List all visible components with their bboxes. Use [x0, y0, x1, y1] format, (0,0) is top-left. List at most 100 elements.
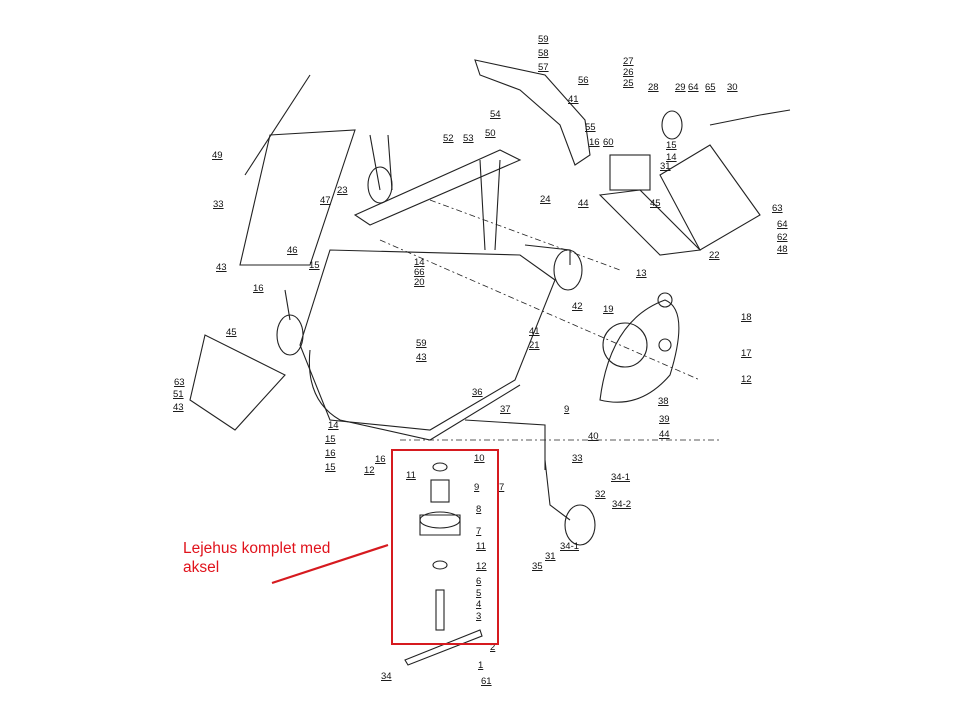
callout-31: 31 [545, 551, 556, 562]
callout-11: 11 [406, 470, 416, 481]
callout-34-1: 34-1 [560, 541, 579, 552]
idler-arm [464, 419, 546, 470]
guide-line [379, 199, 720, 441]
callout-28: 28 [648, 82, 659, 93]
annotation-line-2: aksel [183, 559, 220, 576]
callout-63: 63 [174, 377, 185, 388]
callout-33: 33 [572, 453, 583, 464]
callout-43: 43 [173, 402, 184, 413]
callout-56: 56 [578, 75, 589, 86]
bearing-bottom [432, 560, 448, 570]
callout-43: 43 [216, 262, 227, 273]
callout-59: 59 [538, 34, 549, 45]
callout-7: 7 [499, 482, 504, 493]
callout-5: 5 [476, 588, 481, 599]
callout-16: 16 [325, 448, 336, 459]
callout-25: 25 [623, 78, 634, 89]
pulley-idler [657, 292, 673, 308]
callout-26: 26 [623, 67, 634, 78]
callout-4: 4 [476, 599, 481, 610]
callout-45: 45 [650, 198, 661, 209]
callout-13: 13 [636, 268, 647, 279]
callout-39: 39 [659, 414, 670, 425]
callout-44: 44 [659, 429, 670, 440]
callout-34: 34 [381, 671, 392, 682]
caster-fork [544, 459, 571, 521]
callout-35: 35 [532, 561, 543, 572]
gearbox [609, 154, 651, 191]
pulley-small [658, 338, 672, 352]
caster-wheel-right [553, 249, 583, 291]
callout-12: 12 [364, 465, 375, 476]
callout-46: 46 [287, 245, 298, 256]
callout-21: 21 [529, 340, 540, 351]
callout-14: 14 [328, 420, 339, 431]
callout-20: 20 [414, 277, 425, 288]
housing-flange [419, 511, 461, 529]
callout-14: 14 [666, 152, 677, 163]
callout-60: 60 [603, 137, 614, 148]
callout-38: 38 [658, 396, 669, 407]
spacer-tube [430, 479, 450, 503]
callout-34-1: 34-1 [611, 472, 630, 483]
callout-10: 10 [474, 453, 485, 464]
hitch-arm [479, 159, 501, 251]
callout-33: 33 [213, 199, 224, 210]
highlight-annotation: Lejehus komplet med aksel [183, 539, 330, 577]
callout-47: 47 [320, 195, 331, 206]
top-link [474, 59, 591, 166]
callout-50: 50 [485, 128, 496, 139]
callout-65: 65 [705, 82, 716, 93]
callout-61: 61 [481, 676, 492, 687]
callout-40: 40 [588, 431, 599, 442]
callout-54: 54 [490, 109, 501, 120]
deck-outline [299, 249, 556, 431]
callout-49: 49 [212, 150, 223, 161]
callout-17: 17 [741, 348, 752, 359]
callout-41: 41 [568, 94, 579, 105]
caster-wheel-left-top [367, 166, 393, 204]
callout-27: 27 [623, 56, 634, 67]
highlight-box [391, 449, 499, 645]
callout-57: 57 [538, 62, 549, 73]
callout-29: 29 [675, 82, 686, 93]
caster-right-arm [524, 244, 571, 265]
callout-44: 44 [578, 198, 589, 209]
chain-plate [239, 129, 356, 266]
callout-32: 32 [595, 489, 606, 500]
callout-7: 7 [476, 526, 481, 537]
callout-8: 8 [476, 504, 481, 515]
callout-6: 6 [476, 576, 481, 587]
pointer-line [271, 543, 389, 585]
callout-42: 42 [572, 301, 583, 312]
side-shield-left [189, 334, 286, 431]
callout-55: 55 [585, 122, 596, 133]
callout-12: 12 [741, 374, 752, 385]
callout-45: 45 [226, 327, 237, 338]
callout-12: 12 [476, 561, 487, 572]
callout-15: 15 [325, 434, 336, 445]
callout-3: 3 [476, 611, 481, 622]
callout-22: 22 [709, 250, 720, 261]
callout-24: 24 [540, 194, 551, 205]
callout-31: 31 [660, 161, 671, 172]
callout-59: 59 [416, 338, 427, 349]
callout-36: 36 [472, 387, 483, 398]
callout-15: 15 [309, 260, 320, 271]
bearing-housing [419, 514, 461, 536]
drive-belt [599, 299, 680, 403]
callout-62: 62 [777, 232, 788, 243]
callout-9: 9 [564, 404, 569, 415]
chain-rod [244, 74, 311, 176]
pulley-main [602, 322, 648, 368]
callout-53: 53 [463, 133, 474, 144]
callout-2: 2 [490, 642, 495, 653]
callout-64: 64 [688, 82, 699, 93]
callout-15: 15 [325, 462, 336, 473]
mower-blade [404, 629, 483, 666]
callout-16: 16 [589, 137, 600, 148]
callout-14: 14 [414, 257, 425, 268]
callout-48: 48 [777, 244, 788, 255]
